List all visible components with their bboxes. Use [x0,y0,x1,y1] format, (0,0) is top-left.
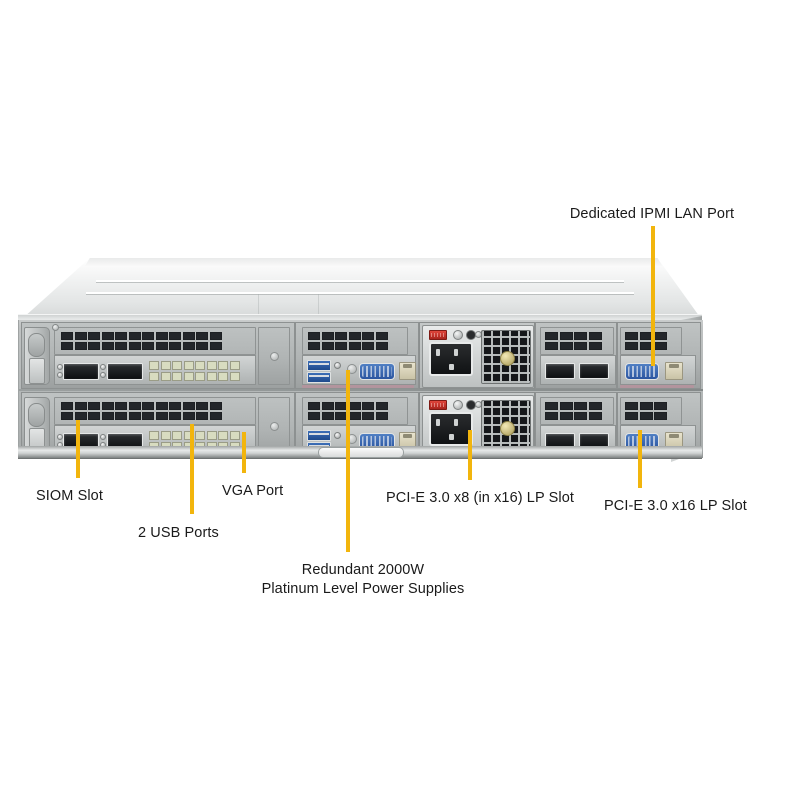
status-led-icon [334,362,341,369]
psu-bay-upper [419,322,535,389]
sfp-cage-2[interactable] [107,363,143,380]
handle-grip-icon [28,403,45,427]
pointer-line-pcie-x8 [468,430,472,480]
psu-fan-hub-icon [499,420,515,436]
rear-io-plate-d [620,355,696,385]
siom-led-icon [57,372,63,378]
board-header-block [149,361,240,381]
power-supply-upper[interactable] [422,325,534,388]
usb-port-2[interactable] [307,372,331,383]
callout-label-psu: Redundant 2000W Platinum Level Power Sup… [261,562,465,597]
pointer-line-pcie-x16 [638,430,642,488]
vga-port[interactable] [625,363,659,380]
ipmi-lan-port[interactable] [665,432,683,450]
sfp-cage-4[interactable] [579,363,609,379]
bracket-vent-grid [61,332,222,350]
rear-io-plate-c [540,355,616,385]
callout-label-usb: 2 USB Ports [138,525,219,541]
usb-port-3[interactable] [307,430,331,441]
psu-power-switch[interactable] [429,330,447,340]
callout-label-siom: SIOM Slot [36,488,103,504]
callout-label-pcie-x8: PCI-E 3.0 x8 (in x16) LP Slot [386,490,574,506]
chassis-bezel-band [18,314,702,325]
chassis-lid-front-edge [84,258,664,267]
bracket-vent-grid [308,332,388,350]
siom-led-icon [57,434,63,440]
ipmi-lan-port[interactable] [399,362,416,380]
node-bay-c[interactable] [535,322,617,389]
pcie-bracket-g [540,397,614,425]
pointer-line-siom [76,420,80,478]
node-row-upper [19,320,703,389]
psu-status-led-icon [453,330,463,340]
usb-port-1[interactable] [307,360,331,371]
chassis-top-lid [20,258,702,320]
pcie-bracket-c [540,327,614,355]
chassis-rear-face [18,320,703,459]
psu-power-switch[interactable] [429,400,447,410]
siom-module-a[interactable] [54,355,256,385]
psu-fan-grille [481,330,531,384]
pcie-bracket-a [54,327,256,355]
pcie-bracket-f [302,397,408,425]
handle-grip-icon [28,333,45,357]
bracket-vent-grid [625,402,667,420]
node-bay-a[interactable] [21,322,295,389]
siom-led-icon [57,364,63,370]
server-chassis [18,258,703,462]
siom-led-icon [100,372,106,378]
bracket-vent-grid [61,402,222,420]
siom-led-icon [100,434,106,440]
sfp-cage-1[interactable] [63,363,99,380]
rear-io-plate-b [302,355,416,385]
lid-seam-left [258,294,259,318]
callout-label-pcie-x16: PCI-E 3.0 x16 LP Slot [604,498,747,514]
bracket-screw-icon [270,422,279,431]
node-bay-d[interactable] [617,322,701,389]
sfp-cage-3[interactable] [545,363,575,379]
psu-fan-grille [481,400,531,454]
pointer-line-vga [242,432,246,473]
callout-label-vga: VGA Port [222,483,284,499]
ipmi-lan-port[interactable] [665,362,683,380]
bracket-screw-icon [270,352,279,361]
pcie-bracket-e [54,397,256,425]
pcie-bracket-h [620,397,682,425]
bracket-vent-grid [625,332,667,350]
node-release-handle-a[interactable] [24,327,50,385]
pcie-bracket-b [302,327,408,355]
pcie-bracket-a-filler [258,327,290,385]
status-led-icon [334,432,341,439]
handle-lever-icon [29,358,45,384]
psu-fan-hub-icon [499,350,515,366]
pointer-line-psu [346,370,350,552]
siom-led-icon [100,364,106,370]
psu-status-led-icon [453,400,463,410]
io-color-stripe [302,385,414,388]
bracket-vent-grid [545,332,602,350]
psu-c14-inlet[interactable] [429,342,473,376]
pointer-line-usb [190,424,194,514]
pointer-line-ipmi [651,226,655,366]
bracket-vent-grid [545,402,602,420]
bracket-vent-grid [308,402,388,420]
callout-label-ipmi: Dedicated IPMI LAN Port [569,206,735,222]
chassis-bottom-tab [318,447,404,458]
chassis-screw-icon [52,324,59,331]
lid-ridge-upper [96,280,624,282]
io-screw-icon [347,364,357,374]
node-row-divider [19,389,703,391]
lid-ridge-lower [86,292,634,294]
node-bay-b[interactable] [295,322,419,389]
io-color-stripe [620,385,694,388]
ipmi-lan-port[interactable] [399,432,416,450]
psu-c14-inlet[interactable] [429,412,473,446]
vga-port[interactable] [359,363,395,380]
lid-seam-mid [318,294,319,318]
